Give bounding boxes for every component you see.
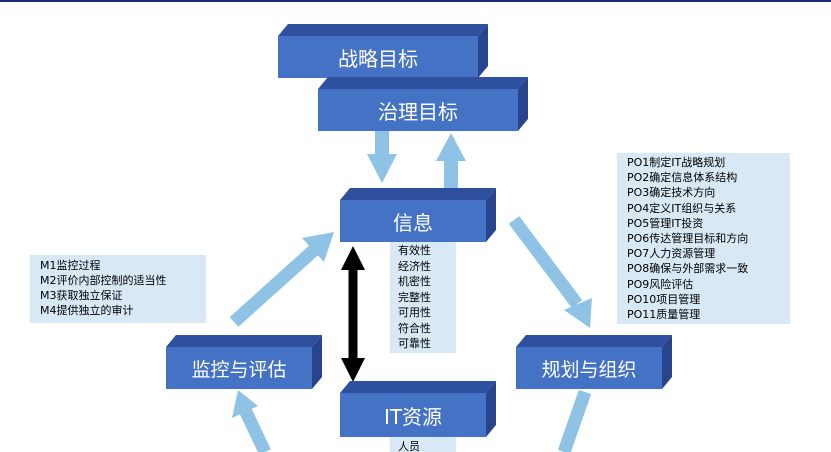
it-resource-item: 人员 [398,440,420,452]
plan-process-item: PO10项目管理 [627,292,701,306]
plan-process-item: PO5管理IT投资 [627,216,704,230]
information-criteria-panel: 有效性 经济性 机密性 完整性 可用性 符合性 可靠性 [390,242,456,353]
monitor-process-item: M3获取独立保证 [40,289,123,302]
criteria-item: 完整性 [398,290,431,304]
plan-process-item: PO7人力资源管理 [627,247,716,261]
plan-process-item: PO1制定IT战略规划 [627,156,726,169]
monitor-process-item: M2评价内部控制的适当性 [40,274,167,287]
arrow-bottom-to-monitor [232,390,271,452]
governance-goal-label: 治理目标 [378,99,458,124]
plan-organize-box: 规划与组织 [516,335,672,389]
governance-goal-box: 治理目标 [318,77,528,131]
criteria-item: 有效性 [398,244,431,257]
plan-organize-label: 规划与组织 [541,358,637,381]
plan-process-item: PO6传达管理目标和方向 [627,232,749,246]
arrow-information-to-governance [436,133,466,188]
it-resources-panel: 人员 [390,437,456,452]
it-resources-box: IT资源 [340,381,496,437]
plan-process-item: PO9风险评估 [627,277,694,291]
criteria-item: 可用性 [398,306,431,319]
monitor-processes-panel: M1监控过程 M2评价内部控制的适当性 M3获取独立保证 M4提供独立的审计 [30,255,206,323]
plan-process-item: PO3确定技术方向 [627,186,716,200]
plan-process-item: PO11质量管理 [627,308,701,322]
arrow-monitor-to-information [229,232,334,327]
monitor-evaluate-box: 监控与评估 [166,335,322,389]
top-border-line [0,0,831,2]
information-box: 信息 [340,188,496,242]
arrow-information-it-resources [341,246,365,382]
criteria-item: 符合性 [398,321,431,335]
criteria-item: 经济性 [398,259,431,273]
strategy-goal-box: 战略目标 [278,24,488,78]
monitor-process-item: M1监控过程 [40,259,101,272]
plan-processes-panel: PO1制定IT战略规划 PO2确定信息体系结构 PO3确定技术方向 PO4定义I… [617,153,790,324]
arrow-governance-to-information [367,128,397,183]
plan-process-item: PO4定义IT组织与关系 [627,201,737,215]
it-resources-label: IT资源 [383,404,443,429]
strategy-goal-label: 战略目标 [338,46,418,71]
information-label: 信息 [393,210,433,235]
plan-process-item: PO2确定信息体系结构 [627,171,738,185]
criteria-item: 可靠性 [398,337,431,350]
criteria-item: 机密性 [398,275,431,288]
plan-process-item: PO8确保与外部需求一致 [627,262,749,276]
arrow-plan-to-bottom [557,389,592,452]
monitor-process-item: M4提供独立的审计 [40,304,134,317]
arrow-information-to-plan [508,216,592,328]
monitor-evaluate-label: 监控与评估 [191,358,287,381]
